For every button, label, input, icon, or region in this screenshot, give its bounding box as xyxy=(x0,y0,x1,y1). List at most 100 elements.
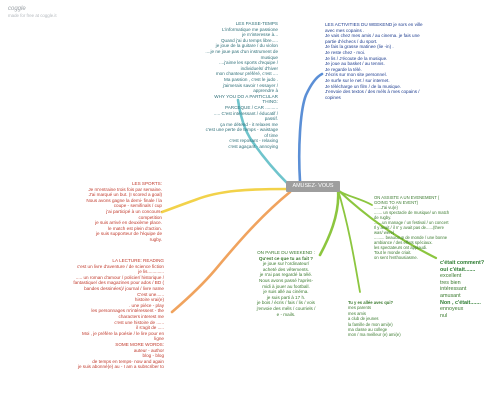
branch-lecture xyxy=(170,190,292,314)
weekend-line: Je surfe sur le net / sur internet. xyxy=(325,77,390,83)
branch-weekend xyxy=(297,72,324,183)
opinion-negative: nul xyxy=(440,312,448,319)
passe-temps-line: ....je ne joue pas d'un instrument de xyxy=(205,48,278,54)
sports-line: coupe - semifinals / cup xyxy=(113,203,162,209)
avec-qui-line: ma classe au college xyxy=(348,327,388,333)
lecture-line: fantastique/ des magazines pour ados / B… xyxy=(73,280,164,286)
opinion-node[interactable]: c'était comment? oui c'était....... exce… xyxy=(440,260,484,319)
lecture-line: C'est une...... xyxy=(137,291,164,297)
weekend-line: Je fais la grasse matinee (lie -in) . xyxy=(325,44,394,50)
opinion-positive: excellent xyxy=(440,273,462,280)
parle-line: je n'ai pas regardé la télé. xyxy=(259,272,313,278)
sports-node[interactable]: LES SPORTS: Je m'entraine trois fois par… xyxy=(86,181,162,243)
opinion-no-title: Non , c'était....... xyxy=(440,299,481,306)
avec-qui-node[interactable]: Tu y es allée avec qui? mes parents mes … xyxy=(348,300,401,338)
parle-line: e - mails. xyxy=(276,311,296,317)
parle-line: je suis allé au cinéma. xyxy=(263,289,309,295)
avec-qui-line: mes parents xyxy=(348,305,372,311)
weekend-line: J'écris sur mon site personnel. xyxy=(325,72,387,78)
lecture-line: LA LECTURE: READING xyxy=(112,258,164,263)
sports-line: je suis arrivé en deuxième place. xyxy=(95,220,162,226)
passe-temps-line: ça me détend - it relaxes me xyxy=(220,121,278,127)
parle-line: j'envoie des méls / courriels / xyxy=(256,305,316,311)
parle-weekend-node[interactable]: ON PARLE DU WEEKEND : Qu'est ce que tu a… xyxy=(246,250,326,317)
sports-line: LES SPORTS: xyxy=(131,181,162,186)
avec-qui-line: mes amis xyxy=(348,310,366,316)
opinion-negative: ennoyeux xyxy=(440,306,464,313)
passe-temps-line: c'est une perte de temps - waistage xyxy=(205,127,278,133)
coggle-brand: coggle xyxy=(8,6,26,12)
passe-temps-line: of time xyxy=(264,132,278,138)
passe-temps-line: musique xyxy=(260,54,278,60)
lecture-line: bandes dessinées)/ journal / livre naïne xyxy=(84,285,164,291)
parle-line: je joue sur l'ordinateur/ xyxy=(262,261,310,267)
opinion-yes-title: oui c'était....... xyxy=(440,266,476,273)
lecture-line: je lis............. xyxy=(138,269,164,275)
coggle-tagline: made for free at coggle.it xyxy=(8,13,57,18)
passe-temps-line: THING: xyxy=(262,99,278,105)
evenement-line: was/ were) xyxy=(374,230,395,235)
lecture-line: characters interest me xyxy=(118,313,164,319)
lecture-line: c'est un livre d'aventure / de science f… xyxy=(76,263,164,269)
evenement-line: ....... un spectacle de musique/ un matc… xyxy=(374,210,450,215)
passe-temps-line: Ma passion , c'est le judo . xyxy=(224,76,278,82)
sports-line: rugby. xyxy=(149,236,162,242)
weekend-line: partie d'échecs / du sport. xyxy=(325,38,378,44)
evenement-line: ambiance / des effets spéciaux. xyxy=(374,240,433,245)
opinion-question: c'était comment? xyxy=(440,260,485,266)
sports-line: J'ai marqué un but. (I scored a goal) xyxy=(88,192,162,198)
evenement-line: on sent l'enthousiasme. xyxy=(374,255,418,260)
lecture-line: auteur - author xyxy=(133,347,164,353)
parle-line: je suis parti à 17 h. xyxy=(266,294,306,300)
weekend-line: Je vais chez mes amis / au cinema. je fa… xyxy=(325,33,420,39)
evenement-node[interactable]: ON ASSISTE A UN EVENEMENT ( GOING TO AN … xyxy=(374,195,449,260)
evenement-line: GOING TO AN EVENT) xyxy=(374,200,419,205)
lecture-line: . une pièce - play xyxy=(129,302,164,308)
sports-line: le match est plein d'action. xyxy=(108,225,162,231)
passe-temps-line: apprendre à xyxy=(253,88,278,94)
sports-line: j'ai participé à un concours- xyxy=(106,208,162,214)
central-topic-node[interactable]: AMUSEZ- VOUS xyxy=(286,181,340,192)
branch-opinion xyxy=(336,188,438,260)
lecture-line: ..... un roman d'amour / policier/ histo… xyxy=(75,274,164,280)
lecture-line: de temps en temps- now and again xyxy=(92,358,164,364)
branch-sports xyxy=(160,187,290,214)
lecture-line: c'est une histoire de ...... xyxy=(114,319,164,325)
passe-temps-node[interactable]: LES PASSE-TEMPS L'informatique me passio… xyxy=(205,21,278,150)
passe-temps-line: je joue de la guitare / du violon xyxy=(215,43,278,49)
parle-line: acheté des vêtements. xyxy=(262,266,310,272)
branch-avec-qui xyxy=(337,189,361,293)
weekend-line: J'envoie des textos / des méls à mes cop… xyxy=(325,89,420,95)
lecture-line: je suis abonné(e) au - I am a subscriber… xyxy=(77,364,164,370)
weekend-line: Je regarde la télé. xyxy=(325,66,362,72)
avec-qui-line: a club de jeunes xyxy=(348,316,379,322)
evenement-line: de rugby. xyxy=(374,215,392,220)
lecture-node[interactable]: LA LECTURE: READING c'est un livre d'ave… xyxy=(73,258,164,370)
branch-parle xyxy=(318,188,340,257)
passe-temps-line: j'aimerais savoir ! essayer / xyxy=(222,82,278,88)
lecture-line: ligne xyxy=(154,336,164,342)
weekend-activities-node[interactable]: LES ACTIVITIES DU WEEKEND je sors en vil… xyxy=(325,22,423,100)
evenement-line: les spectateurs ont applaudi. xyxy=(374,245,428,250)
passe-temps-line: passif. xyxy=(264,116,278,122)
passe-temps-line: L'informatique me passione xyxy=(221,26,278,32)
opinion-positive: tres bien xyxy=(440,279,461,286)
avec-qui-line: mon / ma meilleur (e) ami(e) xyxy=(348,332,401,338)
passe-temps-line: LES PASSE-TEMPS xyxy=(235,21,278,26)
weekend-line: copines xyxy=(325,94,341,100)
weekend-line: LES ACTIVITIES DU WEEKEND je sors en vil… xyxy=(325,22,423,27)
weekend-line: avec mes copains . xyxy=(325,27,365,33)
passe-temps-line: individuels/ d'hiver xyxy=(240,65,278,71)
parle-title: ON PARLE DU WEEKEND : xyxy=(257,250,315,255)
weekend-line: Je joue au basket / au tennis. xyxy=(325,61,385,67)
avec-qui-title: Tu y es allée avec qui? xyxy=(348,300,394,305)
parle-line: je bois / écris / fais / lis / vois xyxy=(257,300,315,306)
lecture-line: les personnages m'intéressent - the xyxy=(91,308,164,314)
weekend-line: Je télécharge un film / de la musique. xyxy=(325,83,402,89)
opinion-positive: intéressant xyxy=(440,286,467,293)
evenement-line: ON ASSISTE A UN EVENEMENT ( xyxy=(374,195,440,200)
passe-temps-line: PARCEQUE / CAR .......... xyxy=(224,104,278,110)
passe-temps-line: WHY YOU DO A PARTICULAR xyxy=(214,93,278,99)
branch-evenement xyxy=(337,189,373,206)
